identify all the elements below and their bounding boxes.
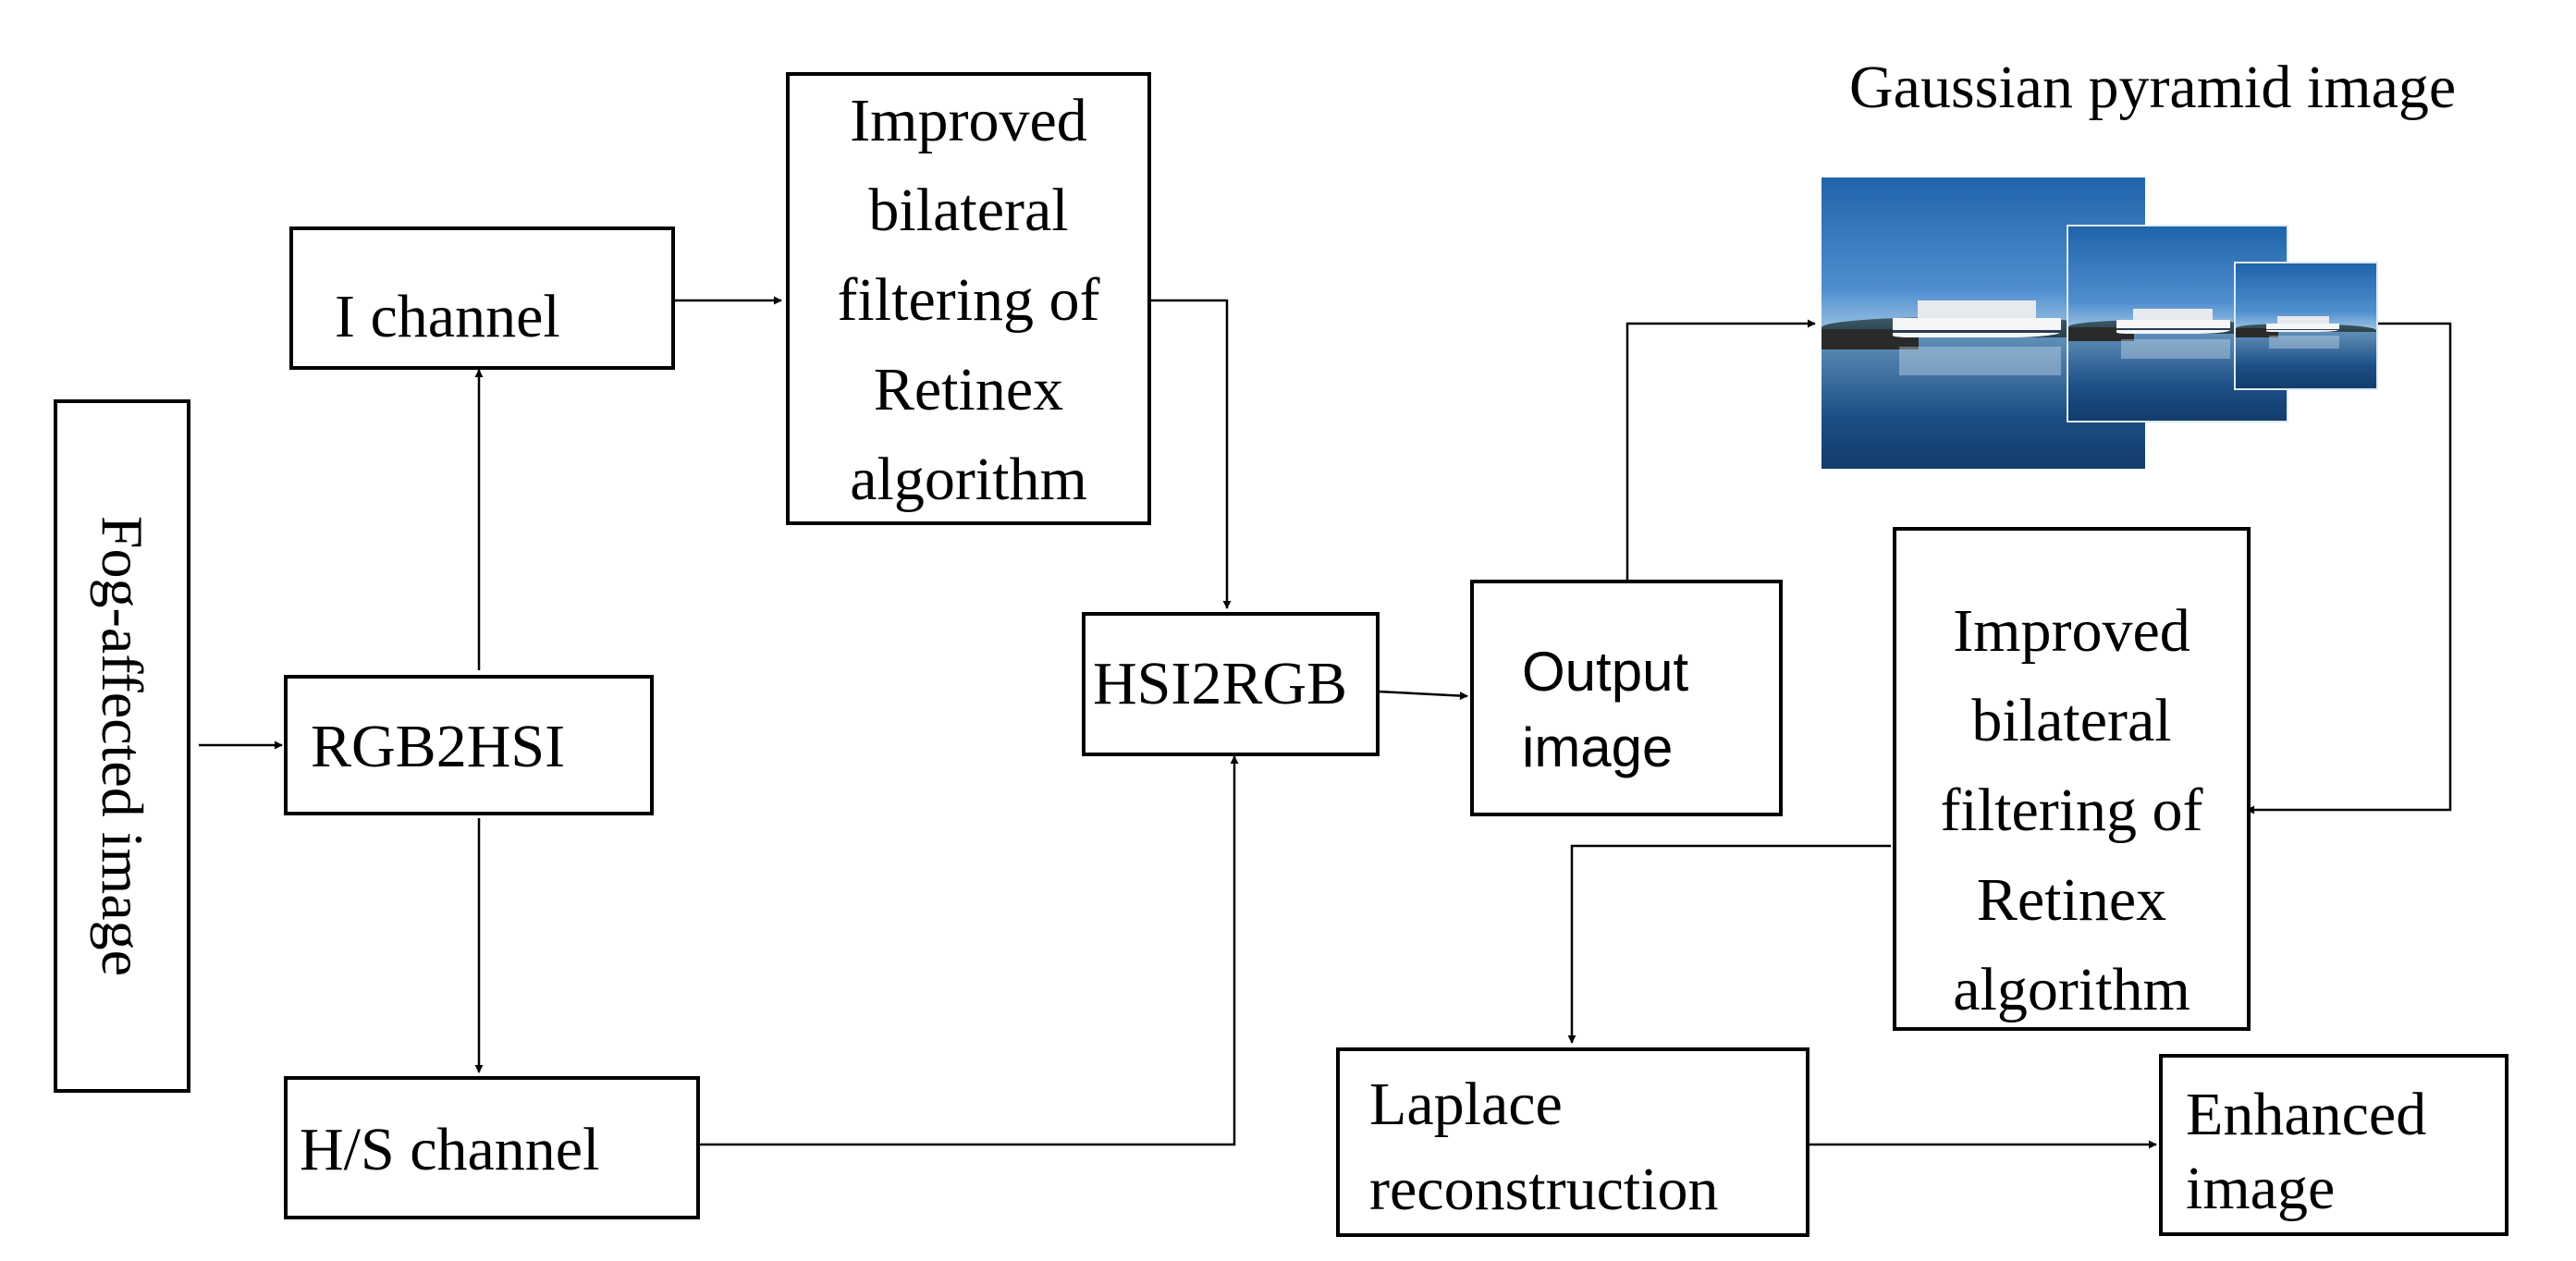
- laplace-reconstruction-label: Laplace reconstruction: [1369, 1062, 1719, 1232]
- pyramid-level-2-image: [2067, 225, 2288, 422]
- retinex-top-label: Improved bilateral filtering of Retinex …: [790, 76, 1147, 524]
- rgb2hsi-label: RGB2HSI: [311, 713, 566, 780]
- laplace-line: reconstruction: [1369, 1156, 1719, 1223]
- gaussian-pyramid-caption: Gaussian pyramid image: [1849, 54, 2457, 121]
- i-channel-box: I channel: [289, 226, 675, 370]
- retinex-top-box: Improved bilateral filtering of Retinex …: [786, 72, 1151, 525]
- retinex-right-label: Improved bilateral filtering of Retinex …: [1896, 586, 2247, 1035]
- retinex-right-line: Retinex: [1976, 866, 2167, 934]
- retinex-top-line: Improved: [850, 87, 1087, 154]
- hs-channel-box: H/S channel: [284, 1076, 700, 1219]
- arrow-retinex-to-laplace: [1567, 844, 1891, 1044]
- enhanced-image-box: Enhanced image: [2159, 1054, 2509, 1236]
- output-image-line: image: [1522, 716, 1674, 778]
- i-channel-label: I channel: [335, 283, 560, 350]
- rgb2hsi-box: RGB2HSI: [284, 675, 654, 815]
- enhanced-image-label: Enhanced image: [2186, 1078, 2426, 1226]
- retinex-right-line: Improved: [1953, 597, 2190, 665]
- retinex-right-box: Improved bilateral filtering of Retinex …: [1893, 527, 2251, 1031]
- retinex-top-line: Retinex: [873, 356, 1064, 423]
- arrow-retinex-to-hsi2rgb: [1149, 299, 1232, 609]
- retinex-right-line: bilateral: [1971, 687, 2172, 754]
- enhanced-line: image: [2186, 1155, 2336, 1222]
- enhanced-line: Enhanced: [2186, 1081, 2427, 1148]
- output-image-line: Output: [1522, 641, 1689, 703]
- retinex-right-line: filtering of: [1940, 777, 2203, 844]
- laplace-reconstruction-box: Laplace reconstruction: [1336, 1047, 1809, 1237]
- retinex-top-line: bilateral: [868, 177, 1069, 244]
- hsi2rgb-label: HSI2RGB: [1093, 650, 1348, 717]
- arrow-hschannel-to-hsi2rgb: [675, 755, 1239, 1146]
- output-image-box: Output image: [1470, 580, 1783, 816]
- hs-channel-label: H/S channel: [300, 1116, 600, 1183]
- arrow-pyramid-to-retinex: [2246, 322, 2452, 814]
- output-image-label: Output image: [1522, 634, 1688, 786]
- fog-affected-image-label: Fog-affected image: [90, 515, 155, 977]
- retinex-top-line: filtering of: [837, 266, 1100, 334]
- fog-affected-image-box: Fog-affected image: [54, 399, 190, 1093]
- pyramid-level-3-image: [2234, 262, 2378, 390]
- arrow-output-to-pyramid: [1625, 319, 1816, 580]
- arrow-hsi2rgb-to-output: [1377, 690, 1468, 701]
- laplace-line: Laplace: [1369, 1071, 1563, 1138]
- retinex-top-line: algorithm: [850, 446, 1087, 513]
- retinex-right-line: algorithm: [1953, 956, 2190, 1023]
- hsi2rgb-box: HSI2RGB: [1082, 612, 1380, 756]
